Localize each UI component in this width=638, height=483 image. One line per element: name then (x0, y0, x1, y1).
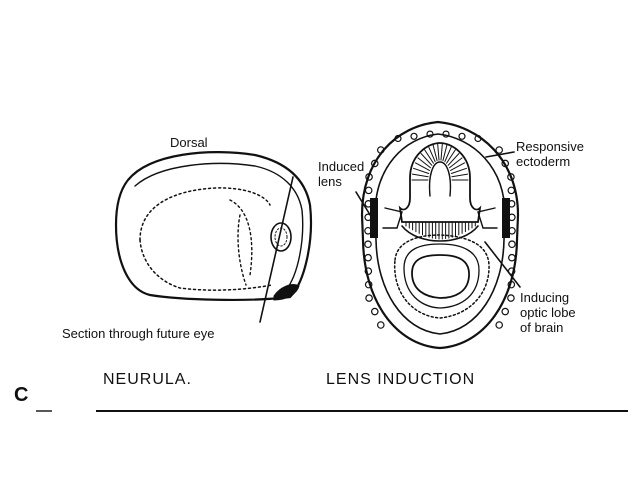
responsive-ectoderm-pointer (485, 151, 515, 158)
gut-ring (403, 243, 480, 309)
ectoderm-cell (376, 321, 385, 329)
ectoderm-cell (458, 132, 466, 140)
neural-tube (398, 142, 482, 223)
ectoderm-cell (507, 280, 516, 289)
ectoderm-cell (364, 253, 372, 262)
hatch-line (420, 153, 433, 166)
hatch-line (444, 146, 452, 163)
ectoderm-cell (495, 321, 504, 329)
hatch-line (411, 173, 429, 178)
hatch-line (440, 143, 443, 161)
ectoderm-cell (364, 280, 373, 289)
gut-outer-dotted (394, 234, 490, 319)
hatch-line (451, 173, 469, 178)
eye-rudiment (270, 222, 292, 252)
inner-dotted-curve-2 (237, 214, 247, 286)
induced-lens-label-line1: Induced (318, 159, 365, 174)
hatch-line (446, 149, 456, 164)
responsive-ectoderm-label-line2: ectoderm (516, 154, 571, 169)
ectoderm-cell (376, 146, 385, 154)
neurula-inner-outline (134, 162, 304, 291)
ectoderm-cell (364, 267, 373, 275)
ectoderm-cell (364, 240, 372, 249)
ectoderm-cell (507, 186, 516, 195)
inducing-label-line1: Inducing (520, 290, 570, 305)
lens-induction-caption: LENS INDUCTION (326, 371, 476, 388)
panel-letter: C (14, 384, 29, 406)
section-pointer-line (259, 176, 294, 323)
gut-cavity (411, 254, 470, 299)
hatch-line (437, 143, 440, 161)
neural-plate-dotted (139, 187, 271, 241)
left-lens-wing (382, 207, 403, 229)
lens-induction-drawing (355, 120, 521, 350)
ectoderm-cell (364, 186, 373, 195)
ectoderm-cell (410, 132, 418, 140)
optic-cup-hatch (405, 221, 476, 240)
hatch-line (417, 157, 432, 169)
ectoderm-cell (508, 240, 516, 249)
neurula-drawing (114, 151, 312, 323)
neurula-caption: NEURULA. (103, 371, 192, 388)
ectoderm-cell (370, 159, 379, 168)
archenteron-dotted (139, 239, 273, 291)
ectoderm-cell (426, 130, 434, 138)
induced-lens-right (502, 198, 510, 238)
ectoderm-cell (442, 130, 450, 138)
induced-lens-pointer (355, 191, 373, 219)
ectoderm-cell (365, 294, 373, 302)
ectoderm-cell (474, 134, 482, 143)
hatch-line (432, 144, 438, 162)
ectoderm-cell (501, 307, 510, 316)
optic-cup (401, 225, 479, 242)
inducing-lobe-pointer (484, 241, 521, 288)
induced-lens-left (370, 198, 378, 238)
neurula-outline (114, 151, 312, 301)
inner-dotted-curve (229, 199, 253, 276)
neural-tube-hatch (411, 143, 469, 181)
inducing-label-line3: of brain (520, 320, 564, 335)
ectoderm-cell (507, 173, 515, 181)
responsive-ectoderm-label-line1: Responsive (516, 139, 584, 154)
hatch-line (450, 167, 467, 175)
hatch-line (448, 157, 463, 169)
hatch-line (442, 144, 448, 162)
dorsal-label: Dorsal (170, 135, 208, 150)
hatch-line (414, 162, 430, 171)
ectoderm-cell (394, 134, 402, 143)
inducing-label-line2: optic lobe (520, 305, 576, 320)
hatch-line (424, 149, 434, 164)
hatch-line (428, 146, 436, 163)
hatch-line (450, 162, 466, 171)
right-lens-wing (477, 207, 498, 229)
neural-tube-lumen (428, 161, 452, 197)
ectoderm-cell (370, 307, 379, 316)
hatch-line (413, 167, 430, 175)
ectoderm-cell (507, 294, 515, 302)
section-label: Section through future eye (62, 326, 215, 341)
ectoderm-cell (495, 146, 504, 154)
ectoderm-cell (501, 159, 510, 168)
embryo-inner-wall (374, 133, 506, 335)
ectoderm-cell (508, 253, 516, 262)
induced-lens-label-line2: lens (318, 174, 342, 189)
blastopore-dark (273, 284, 300, 301)
ectoderm-cell (365, 173, 373, 181)
hatch-line (447, 153, 460, 166)
